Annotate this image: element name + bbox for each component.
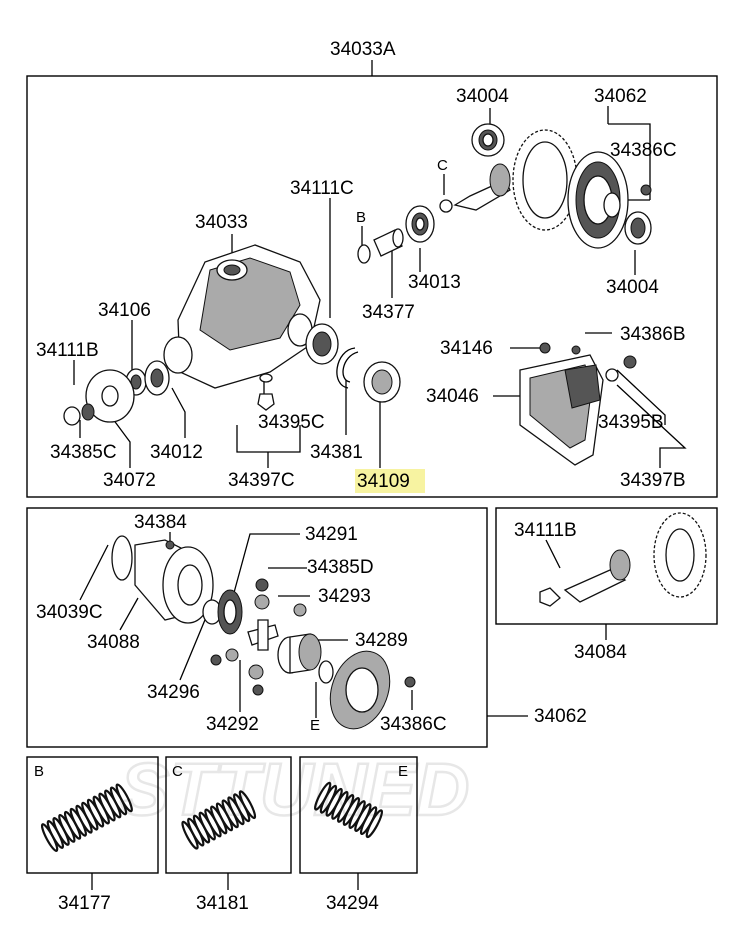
label-34013: 34013 bbox=[408, 272, 461, 293]
label-34111C: 34111C bbox=[290, 178, 354, 199]
ring-gear-34062 bbox=[512, 129, 652, 249]
label-B-spring: B bbox=[34, 763, 44, 780]
label-34084: 34084 bbox=[574, 642, 627, 663]
flange-34072 bbox=[63, 369, 135, 426]
label-34012: 34012 bbox=[150, 442, 203, 463]
label-34111B-top: 34111B bbox=[36, 340, 99, 361]
label-34072: 34072 bbox=[103, 470, 156, 491]
bearing-34012 bbox=[144, 360, 170, 396]
label-34088: 34088 bbox=[87, 632, 140, 653]
clutch-pack-34289 bbox=[277, 633, 334, 684]
label-34397B: 34397B bbox=[620, 470, 686, 491]
label-34386C-diff: 34386C bbox=[380, 714, 447, 735]
spring-34177 bbox=[40, 783, 133, 852]
label-C-spring: C bbox=[172, 763, 183, 780]
label-34004-top: 34004 bbox=[456, 86, 509, 107]
seal-34109 bbox=[363, 361, 401, 403]
label-34033: 34033 bbox=[195, 212, 248, 233]
carrier-housing-34033 bbox=[163, 244, 321, 389]
label-34181: 34181 bbox=[196, 893, 249, 914]
rear-cover-34046 bbox=[519, 342, 637, 466]
bearing-34004-top bbox=[471, 123, 505, 157]
spring-coil bbox=[365, 809, 384, 839]
frame-differential bbox=[26, 507, 488, 748]
label-34177: 34177 bbox=[58, 893, 111, 914]
pinion-gears-34293 bbox=[210, 578, 307, 696]
label-34377: 34377 bbox=[362, 302, 415, 323]
label-34146: 34146 bbox=[440, 338, 493, 359]
diff-case-34088 bbox=[111, 535, 214, 624]
label-34109: 34109 bbox=[357, 471, 410, 492]
label-34062-side: 34062 bbox=[534, 706, 587, 727]
label-34395B: 34395B bbox=[598, 412, 664, 433]
label-34384: 34384 bbox=[134, 512, 187, 533]
label-34381: 34381 bbox=[310, 442, 363, 463]
watermark: STTUNED bbox=[120, 748, 469, 831]
side-gear-34291 bbox=[217, 589, 243, 635]
label-C-top: C bbox=[437, 157, 448, 174]
pinion-shaft-34292 bbox=[247, 619, 279, 651]
label-34386B: 34386B bbox=[620, 324, 686, 345]
label-34397C: 34397C bbox=[228, 470, 295, 491]
diff-cover-34062 bbox=[329, 650, 416, 730]
label-34296: 34296 bbox=[147, 682, 200, 703]
spring-34294 bbox=[313, 781, 384, 839]
label-34111B-box: 34111B bbox=[514, 520, 577, 541]
label-34062-top: 34062 bbox=[594, 86, 647, 107]
label-34046: 34046 bbox=[426, 386, 479, 407]
label-34004-bottom: 34004 bbox=[606, 277, 659, 298]
label-34106: 34106 bbox=[98, 300, 151, 321]
bolt-34395C bbox=[257, 373, 275, 411]
label-34293: 34293 bbox=[318, 586, 371, 607]
pinion-34111C bbox=[439, 163, 511, 213]
spring-coil bbox=[115, 783, 133, 813]
gear-set-34084 bbox=[539, 512, 707, 607]
label-E-spring: E bbox=[398, 763, 408, 780]
label-34291: 34291 bbox=[305, 524, 358, 545]
label-34385D: 34385D bbox=[307, 557, 374, 578]
label-34386C-top: 34386C bbox=[610, 140, 677, 161]
snap-ring-34381 bbox=[336, 347, 359, 389]
spring-34181 bbox=[181, 790, 257, 850]
bearing-34013 bbox=[405, 205, 435, 243]
label-B-top: B bbox=[356, 209, 366, 226]
label-34033A: 34033A bbox=[330, 39, 396, 60]
label-34039C: 34039C bbox=[36, 602, 103, 623]
bearing-34004-bottom bbox=[624, 211, 652, 245]
label-34294: 34294 bbox=[326, 893, 379, 914]
label-E-diff: E bbox=[310, 717, 320, 734]
spacer-34377 bbox=[357, 228, 404, 264]
highlight-34109 bbox=[355, 469, 425, 493]
label-34292: 34292 bbox=[206, 714, 259, 735]
label-34289: 34289 bbox=[355, 630, 408, 651]
spring-34294-coils bbox=[313, 781, 384, 839]
spring-coil bbox=[238, 790, 257, 820]
label-34395C: 34395C bbox=[258, 412, 325, 433]
spring-34181-coils bbox=[181, 790, 257, 850]
label-34385C: 34385C bbox=[50, 442, 117, 463]
spring-34177-coils bbox=[40, 783, 133, 852]
bearing-34111C bbox=[305, 323, 339, 365]
